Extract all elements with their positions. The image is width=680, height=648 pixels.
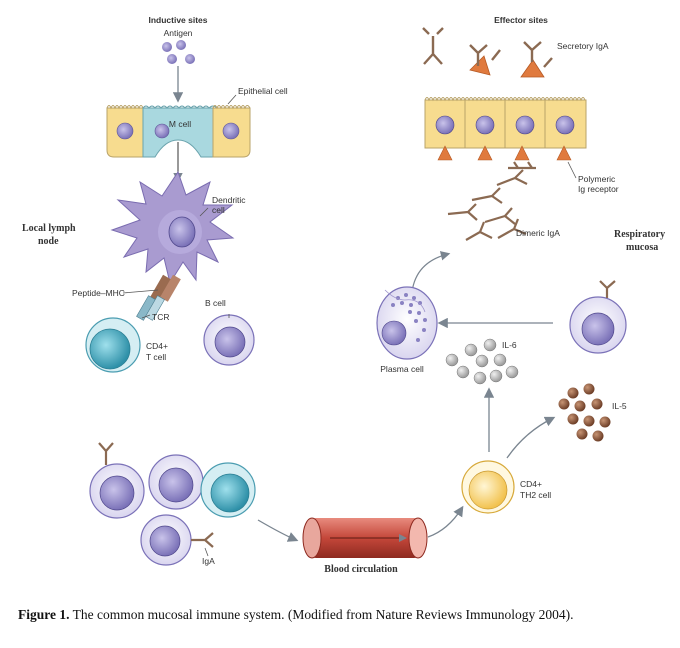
iga-b-cell-bottom (140, 514, 214, 566)
iga-leader (204, 547, 209, 557)
to-blood-arrow (257, 519, 299, 542)
dendritic-leader (199, 207, 209, 217)
dendritic-cell (110, 170, 235, 285)
inductive-sites-title: Inductive sites (148, 15, 207, 25)
th2-label-1: CD4+ (520, 479, 542, 489)
dendritic-label-1: Dendritic (212, 195, 246, 205)
iga-b-cell-top (89, 442, 145, 519)
figure-caption: Figure 1. The common mucosal immune syst… (18, 607, 668, 623)
secretory-iga-label: Secretory IgA (557, 41, 609, 51)
effector-epithelium (424, 97, 587, 170)
b-cell (203, 314, 255, 366)
blood-circulation-label: Blood circulation (324, 564, 398, 575)
respiratory-label-2: mucosa (626, 242, 658, 253)
tcr-receptor (136, 295, 165, 321)
antigen-label: Antigen (164, 28, 193, 38)
b-cell-label: B cell (205, 298, 226, 308)
tcr-leader (141, 314, 151, 319)
antigen-particles (162, 40, 195, 64)
peptide-mhc-label: Peptide–MHC (72, 288, 125, 298)
iga-label: IgA (202, 556, 215, 566)
epithelial-cell-label: Epithelial cell (238, 86, 288, 96)
cd4-label-2: T cell (146, 352, 166, 362)
il6-cytokines (445, 338, 519, 385)
respiratory-b-cell (569, 280, 627, 354)
local-lymph-label-1: Local lymph (22, 223, 76, 234)
th2-label-2: TH2 cell (520, 490, 551, 500)
circulating-lymphocytes (89, 442, 256, 566)
lymphocyte-middle (148, 454, 204, 510)
dendritic-label-2: cell (212, 205, 225, 215)
il5-label: IL-5 (612, 401, 627, 411)
blood-to-th2-arrow (427, 505, 464, 538)
dimeric-iga-label: Dimeric IgA (516, 228, 560, 238)
cd4-label-1: CD4+ (146, 341, 168, 351)
plasma-cell (376, 286, 438, 360)
poly-ig-leader (567, 161, 577, 179)
plasma-to-iga-arrow (411, 251, 451, 293)
poly-ig-label-2: Ig receptor (578, 184, 619, 194)
peptide-mhc-leader (122, 289, 159, 294)
blood-vessel (302, 517, 428, 559)
m-cell-label: M cell (169, 119, 191, 129)
teal-cell (200, 462, 256, 518)
caption-label: Figure 1. (18, 607, 70, 622)
peptide-mhc-complex (150, 274, 181, 302)
caption-text: The common mucosal immune system. (Modif… (69, 607, 574, 622)
plasma-cell-label: Plasma cell (380, 364, 424, 374)
effector-sites-title: Effector sites (494, 15, 548, 25)
local-lymph-label-2: node (38, 236, 59, 247)
epithelial-leader (227, 94, 237, 105)
il5-cytokines (558, 383, 611, 442)
th2-cell (461, 460, 515, 514)
tcr-label: TCR (152, 312, 169, 322)
secretory-iga-group (422, 27, 553, 78)
inductive-epithelium: M cell (106, 105, 251, 158)
il6-label: IL-6 (502, 340, 517, 350)
poly-ig-label-1: Polymeric (578, 174, 616, 184)
th2-to-il5-arrow (506, 416, 556, 459)
dimeric-iga-group (447, 169, 528, 241)
cd4-t-cell (85, 317, 141, 373)
respiratory-label-1: Respiratory (614, 229, 665, 240)
